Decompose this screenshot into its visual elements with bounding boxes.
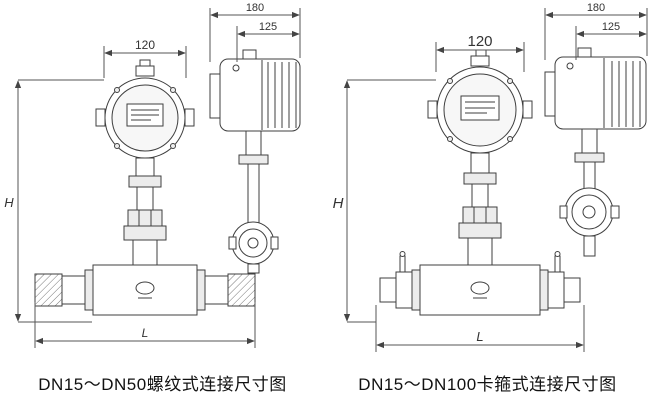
dim-label-180-right: 180 (587, 2, 605, 14)
meter-side-lug (184, 108, 195, 127)
right-front-view (379, 49, 581, 316)
housing-top-cap (577, 47, 592, 58)
left-front-view (34, 59, 256, 316)
side-neck (245, 130, 262, 156)
left-panel-caption: DN15～DN50螺纹式连接尺寸图 (38, 375, 287, 394)
threaded-end (34, 273, 63, 307)
clamp-lug (228, 236, 237, 250)
dim-label-l-left: L (142, 326, 149, 340)
caption-row: DN15～DN50螺纹式连接尺寸图 DN15～DN100卡箍式连接尺寸图 (0, 370, 650, 410)
housing-top-cap (242, 49, 257, 60)
body-logo (470, 281, 490, 295)
dim-label-l-right: L (476, 329, 483, 344)
dim-label-125-right: 125 (602, 21, 620, 33)
housing-screw (232, 64, 240, 72)
right-dimensions (343, 8, 648, 352)
dim-label-120-right: 120 (467, 33, 492, 50)
right-panel-drawing: 180 125 120 H L (333, 2, 648, 352)
dim-label-180-left: 180 (246, 2, 264, 14)
transmitter-housing (219, 58, 301, 132)
left-panel-drawing: 180 125 120 H L (4, 2, 301, 348)
meter-top-cap (135, 65, 155, 77)
clamp-ferrule (395, 271, 413, 309)
clamp-lug (559, 205, 568, 219)
pipe-stub (563, 277, 581, 303)
housing-screw (566, 62, 574, 70)
hex-nut (462, 206, 498, 224)
pipe-stub (379, 277, 397, 303)
dim-label-125-left: 125 (259, 21, 277, 33)
dim-label-120-left: 120 (135, 38, 155, 52)
clamp-bolt (554, 255, 561, 273)
meter-side-lug (95, 108, 106, 127)
threaded-end (227, 273, 256, 307)
meter-neck (470, 152, 490, 174)
meter-neck (135, 157, 155, 177)
left-side-view (209, 49, 301, 274)
right-side-view (544, 47, 647, 257)
dim-label-h-left: H (4, 195, 14, 210)
clamp-ferrule (547, 271, 565, 309)
hex-nut (127, 209, 163, 227)
clamp-lug (270, 236, 279, 250)
diagram-canvas: 180 125 120 H L (4, 2, 648, 352)
side-stem (583, 161, 596, 191)
body-logo (135, 281, 155, 295)
right-panel-caption: DN15～DN100卡箍式连接尺寸图 (358, 375, 617, 394)
housing-bezel-edge (209, 73, 221, 119)
side-neck (581, 128, 598, 154)
side-stem (247, 163, 260, 227)
housing-bezel-edge (544, 71, 556, 117)
left-dimensions (14, 8, 301, 348)
meter-side-lug (522, 100, 533, 119)
meter-top-cap (470, 55, 490, 67)
meter-side-lug (427, 100, 438, 119)
clamp-latch (610, 205, 620, 219)
clamp-bolt (399, 255, 406, 273)
dim-label-h-right: H (333, 195, 344, 212)
